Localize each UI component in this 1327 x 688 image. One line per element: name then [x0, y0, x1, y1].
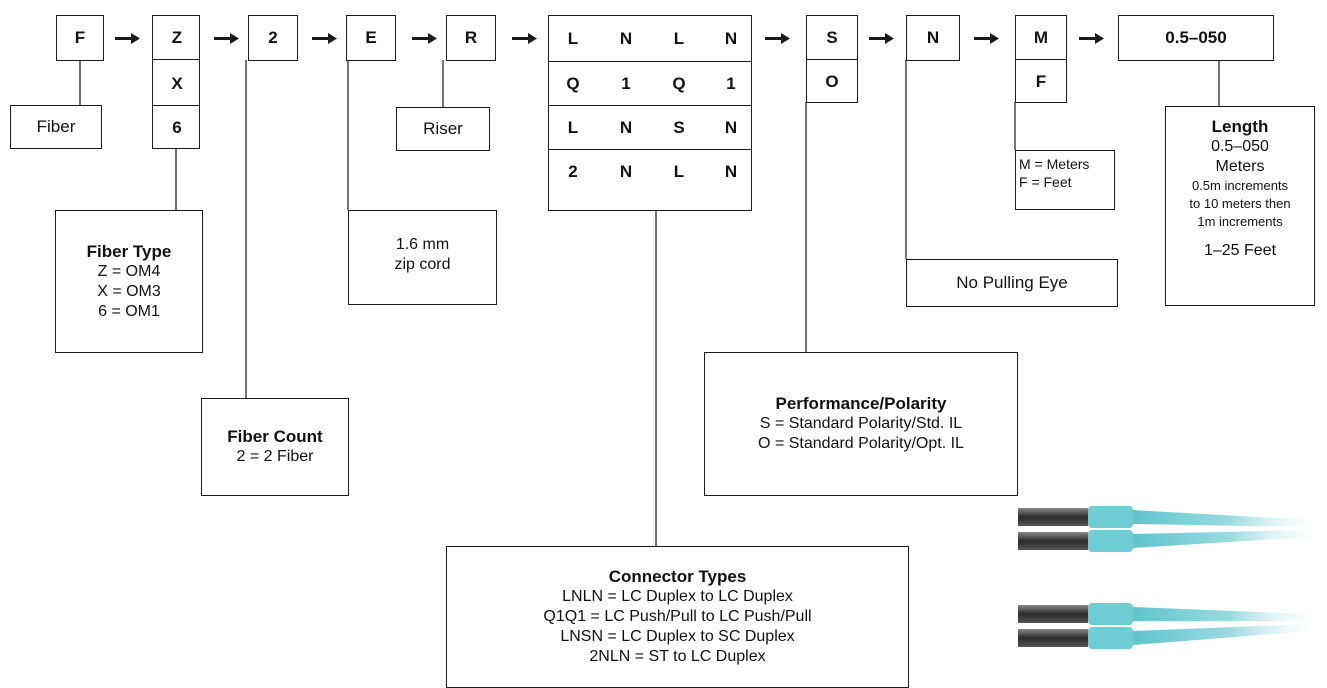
connector-char: 2 — [546, 150, 600, 194]
code-polarity-alt: O — [805, 60, 859, 104]
code-length: 0.5–050 — [1118, 15, 1274, 61]
connector-char: L — [546, 106, 600, 150]
code-unit-alt: F — [1014, 60, 1068, 104]
connector-char: S — [652, 106, 706, 150]
connector-char: L — [652, 16, 706, 62]
fiber-type-callout: Fiber Type Z = OM4 X = OM3 6 = OM1 — [55, 210, 203, 353]
jacket-line: 1.6 mm — [396, 235, 449, 255]
code-connector-grid: L N L N Q 1 Q 1 L N S N 2 N L N — [548, 15, 752, 211]
connector-types-callout: Connector Types LNLN = LC Duplex to LC D… — [446, 546, 909, 688]
code-jacket: E — [346, 15, 396, 61]
connector-char: N — [599, 16, 653, 62]
performance-line: S = Standard Polarity/Std. IL — [760, 414, 962, 434]
connector-char: L — [546, 16, 600, 62]
arrow-7 — [869, 33, 894, 44]
units-line-meters: M = Meters — [1019, 155, 1114, 173]
arrow-2 — [214, 33, 239, 44]
connector-char: L — [652, 150, 706, 194]
connector-char: N — [704, 16, 758, 62]
length-line: Meters — [1216, 157, 1265, 177]
connector-row-4: 2 N L N — [549, 150, 751, 194]
arrow-1 — [115, 33, 140, 44]
pulling-eye-callout: No Pulling Eye — [906, 259, 1118, 307]
connector-types-line: Q1Q1 = LC Push/Pull to LC Push/Pull — [543, 607, 811, 627]
code-fiber-count: 2 — [248, 15, 298, 61]
connector-char: 1 — [704, 62, 758, 106]
units-line-feet: F = Feet — [1019, 173, 1114, 191]
arrow-6 — [765, 33, 790, 44]
connector-pair-bottom — [1018, 603, 1310, 649]
performance-line: O = Standard Polarity/Opt. IL — [758, 434, 964, 454]
arrow-4 — [412, 33, 437, 44]
fiber-type-line: 6 = OM1 — [98, 302, 160, 322]
code-unit-column: M F — [1015, 15, 1067, 103]
fiber-label: Fiber — [10, 105, 102, 149]
fiber-count-title: Fiber Count — [227, 427, 322, 447]
fiber-type-title: Fiber Type — [87, 242, 172, 262]
code-polarity: S — [805, 16, 859, 60]
length-feet: 1–25 Feet — [1204, 241, 1276, 261]
riser-label: Riser — [396, 107, 490, 151]
jacket-callout: 1.6 mm zip cord — [348, 210, 497, 305]
connector-char: N — [599, 150, 653, 194]
connector-types-line: LNSN = LC Duplex to SC Duplex — [560, 627, 794, 647]
fiber-type-line: Z = OM4 — [98, 262, 161, 282]
fiber-count-line: 2 = 2 Fiber — [237, 447, 314, 467]
length-small-line: to 10 meters then — [1189, 195, 1290, 213]
connector-types-title: Connector Types — [609, 567, 747, 587]
connector-pair-top — [1018, 506, 1310, 552]
connector-types-line: LNLN = LC Duplex to LC Duplex — [562, 587, 793, 607]
units-label: M = Meters F = Feet — [1015, 150, 1115, 210]
arrow-3 — [312, 33, 337, 44]
connector-row-2: Q 1 Q 1 — [549, 62, 751, 106]
connector-char: N — [599, 106, 653, 150]
connector-row-3: L N S N — [549, 106, 751, 150]
code-fiber-type-column: Z X 6 — [152, 15, 200, 149]
jacket-line: zip cord — [394, 255, 450, 275]
arrow-9 — [1079, 33, 1104, 44]
code-polarity-column: S O — [806, 15, 858, 103]
code-series: F — [56, 15, 104, 61]
connector-char: N — [704, 150, 758, 194]
connector-row-1: L N L N — [549, 16, 751, 62]
connector-char: N — [704, 106, 758, 150]
fiber-type-line: X = OM3 — [97, 282, 161, 302]
performance-callout: Performance/Polarity S = Standard Polari… — [704, 352, 1018, 496]
connector-types-line: 2NLN = ST to LC Duplex — [589, 647, 765, 667]
fiber-cable-illustration — [1010, 500, 1320, 675]
connector-char: Q — [652, 62, 706, 106]
connector-char: Q — [546, 62, 600, 106]
arrow-5 — [512, 33, 537, 44]
length-line: 0.5–050 — [1211, 137, 1269, 157]
length-callout: Length 0.5–050 Meters 0.5m increments to… — [1165, 106, 1315, 306]
code-pulling-eye: N — [906, 15, 960, 61]
fiber-count-callout: Fiber Count 2 = 2 Fiber — [201, 398, 349, 496]
length-title: Length — [1212, 117, 1269, 137]
arrow-8 — [974, 33, 999, 44]
code-fiber-type-alt-1: X — [150, 62, 204, 106]
code-fiber-type: Z — [150, 16, 204, 60]
connector-char: 1 — [599, 62, 653, 106]
length-small-line: 0.5m increments — [1192, 177, 1288, 195]
code-unit: M — [1014, 16, 1068, 60]
performance-title: Performance/Polarity — [775, 394, 946, 414]
length-small-line: 1m increments — [1197, 213, 1282, 231]
code-fiber-type-alt-2: 6 — [150, 106, 204, 150]
code-rating: R — [446, 15, 496, 61]
